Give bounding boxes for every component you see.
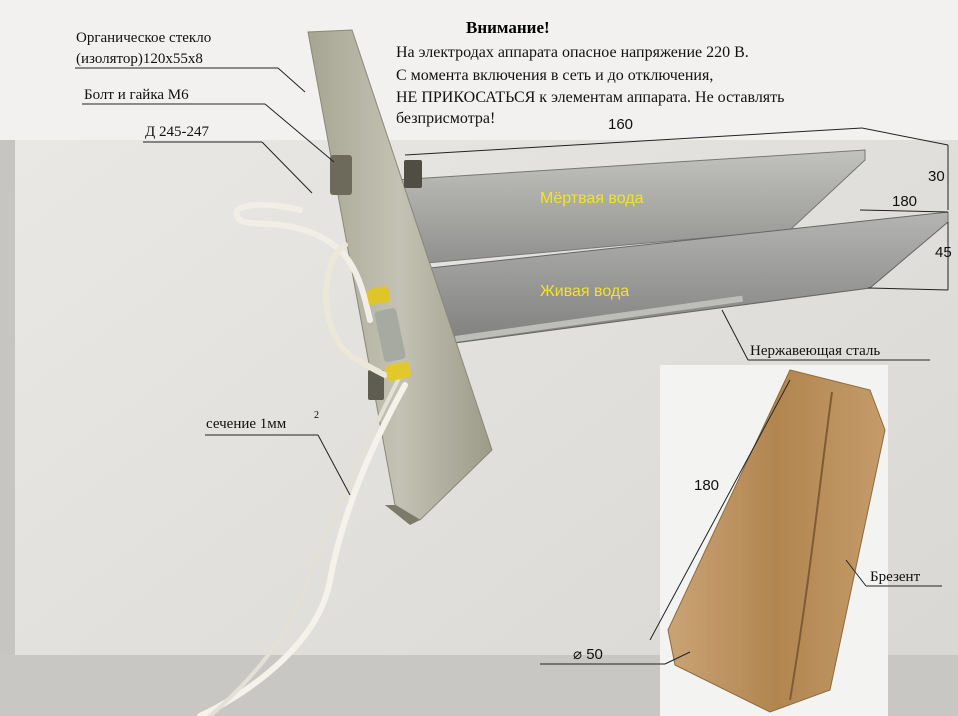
dim-plate-180: 180	[892, 193, 918, 210]
bolt-lower	[368, 370, 384, 400]
dim-plate-30: 30	[928, 168, 945, 185]
steel-rod	[455, 295, 744, 342]
wire-loop-lower	[323, 242, 388, 378]
label-live-water: Живая вода	[540, 283, 630, 300]
canvas-bag	[667, 369, 886, 713]
bolt-upper-nut	[404, 160, 422, 188]
connector-yellow-2	[385, 361, 412, 382]
label-plexiglass-1: Органическое стекло	[76, 30, 212, 46]
label-tarp: Брезент	[870, 569, 921, 585]
plexiglass-edge	[385, 505, 420, 525]
warning-line-1: На электродах аппарата опасное напряжени…	[396, 44, 749, 61]
label-cross-section-sup: 2	[314, 410, 319, 421]
label-plexiglass-2: (изолятор)120х55х8	[76, 51, 203, 67]
bolt-upper	[330, 155, 352, 195]
cable	[197, 382, 408, 716]
cable-2	[208, 378, 400, 716]
leader-lines	[75, 67, 942, 587]
connector-yellow-1	[366, 285, 391, 306]
dim-plate-length: 160	[608, 116, 634, 133]
dim-bag-length: 180	[694, 477, 720, 494]
wire-loop-upper	[233, 201, 373, 323]
warning-title: Внимание!	[466, 18, 550, 37]
label-cross-section: сечение 1мм	[206, 416, 287, 432]
warning-line-4: безприсмотра!	[396, 110, 496, 127]
left-edge-shade	[0, 140, 15, 655]
dimension-lines	[404, 127, 949, 665]
label-stainless-steel: Нержавеющая сталь	[750, 343, 881, 359]
dim-bag-diameter: ⌀ 50	[573, 646, 603, 663]
warning-line-2: С момента включения в сеть и до отключен…	[396, 67, 714, 84]
label-diode: Д 245-247	[145, 124, 209, 140]
connector-clear	[374, 308, 406, 363]
label-bolt-nut: Болт и гайка М6	[84, 87, 189, 103]
dark-band-top	[0, 0, 958, 140]
canvas-bag-seam	[789, 391, 833, 701]
label-dead-water: Мёртвая вода	[540, 190, 644, 207]
warning-line-3: НЕ ПРИКОСАТЬСЯ к элементам аппарата. Не …	[396, 89, 785, 106]
dim-plate-45: 45	[935, 244, 952, 261]
